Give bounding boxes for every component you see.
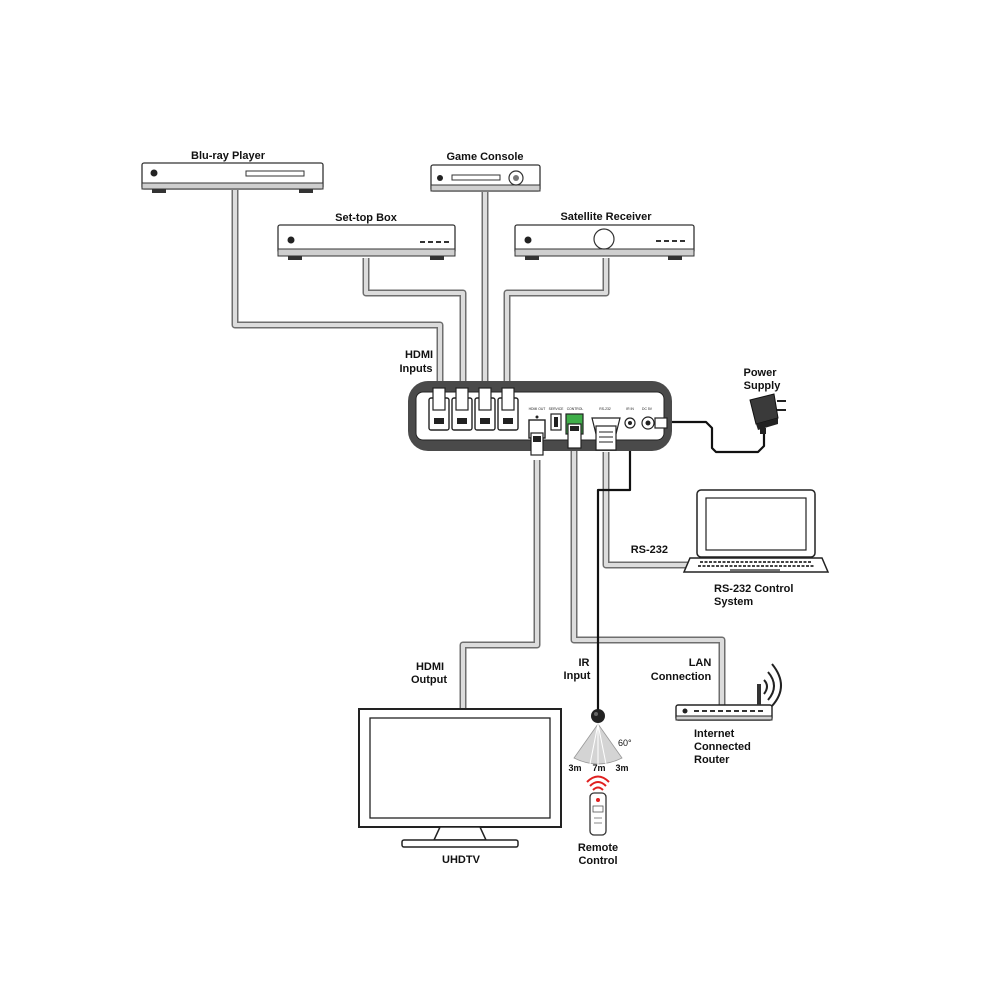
port-label-service: SERVICE <box>549 407 565 411</box>
ir-input-label-2: Input <box>564 670 591 682</box>
power-supply-label-1: Power <box>743 367 777 379</box>
cable-lan <box>570 448 726 708</box>
router-label-1: Internet <box>694 728 735 740</box>
rs232-control-label-1: RS-232 Control <box>714 583 793 595</box>
cable-hdmi-output <box>459 460 541 710</box>
remote-control: Remote Control <box>578 775 618 867</box>
uhdtv: UHDTV <box>358 708 562 866</box>
power-supply: Power Supply <box>743 367 786 434</box>
angle-label: 60° <box>618 738 632 748</box>
hdmi-inputs-label-1: HDMI <box>405 349 433 361</box>
hdmi-output-label-2: Output <box>411 674 447 686</box>
lan-label-1: LAN <box>689 657 712 669</box>
remote-label-2: Control <box>578 855 617 867</box>
bluray-label: Blu-ray Player <box>191 150 266 162</box>
port-label-rs232: RS-232 <box>599 407 611 411</box>
port-label-control: CONTROL <box>567 407 584 411</box>
game-console-label: Game Console <box>446 151 523 163</box>
rs232-control-label-2: System <box>714 596 753 608</box>
settop-box: Set-top Box <box>277 212 456 260</box>
lan-label-2: Connection <box>651 671 712 683</box>
remote-label-1: Remote <box>578 842 618 854</box>
distance-left-label: 3m <box>568 763 581 773</box>
rs232-laptop: RS-232 RS-232 Control System <box>631 489 830 608</box>
cable-power <box>666 420 766 454</box>
hdmi-input-ports <box>428 387 519 431</box>
internet-router: LAN Connection Internet Connected Router <box>651 657 782 766</box>
cable-ir <box>596 432 632 710</box>
satellite-receiver: Satellite Receiver <box>514 211 695 260</box>
ir-receiver: IR Input 60° 3m 7m 3m <box>564 657 632 773</box>
uhdtv-label: UHDTV <box>442 854 481 866</box>
distance-right-label: 3m <box>615 763 628 773</box>
switcher-unit: HDMI OUT SERVICE CONTROL RS-232 IR IN DC… <box>408 381 672 456</box>
port-label-hdmi-out: HDMI OUT <box>529 407 546 411</box>
satellite-label: Satellite Receiver <box>560 211 652 223</box>
power-supply-label-2: Supply <box>744 380 782 392</box>
game-console: Game Console <box>430 151 541 192</box>
bluray-player: Blu-ray Player <box>141 150 324 193</box>
settop-label: Set-top Box <box>335 212 398 224</box>
distance-center-label: 7m <box>592 763 605 773</box>
rs232-label: RS-232 <box>631 544 668 556</box>
port-label-ir-in: IR IN <box>626 407 634 411</box>
hdmi-output-label-1: HDMI <box>416 661 444 673</box>
router-label-2: Connected <box>694 741 751 753</box>
wifi-icon <box>763 679 768 695</box>
hdmi-inputs-label-2: Inputs <box>400 363 433 375</box>
ir-input-label-1: IR <box>579 657 590 669</box>
port-label-dc: DC 5V <box>642 407 653 411</box>
cables <box>231 190 766 710</box>
ir-signal-icon <box>589 781 607 787</box>
cable-satellite <box>503 258 610 390</box>
router-label-3: Router <box>694 754 730 766</box>
